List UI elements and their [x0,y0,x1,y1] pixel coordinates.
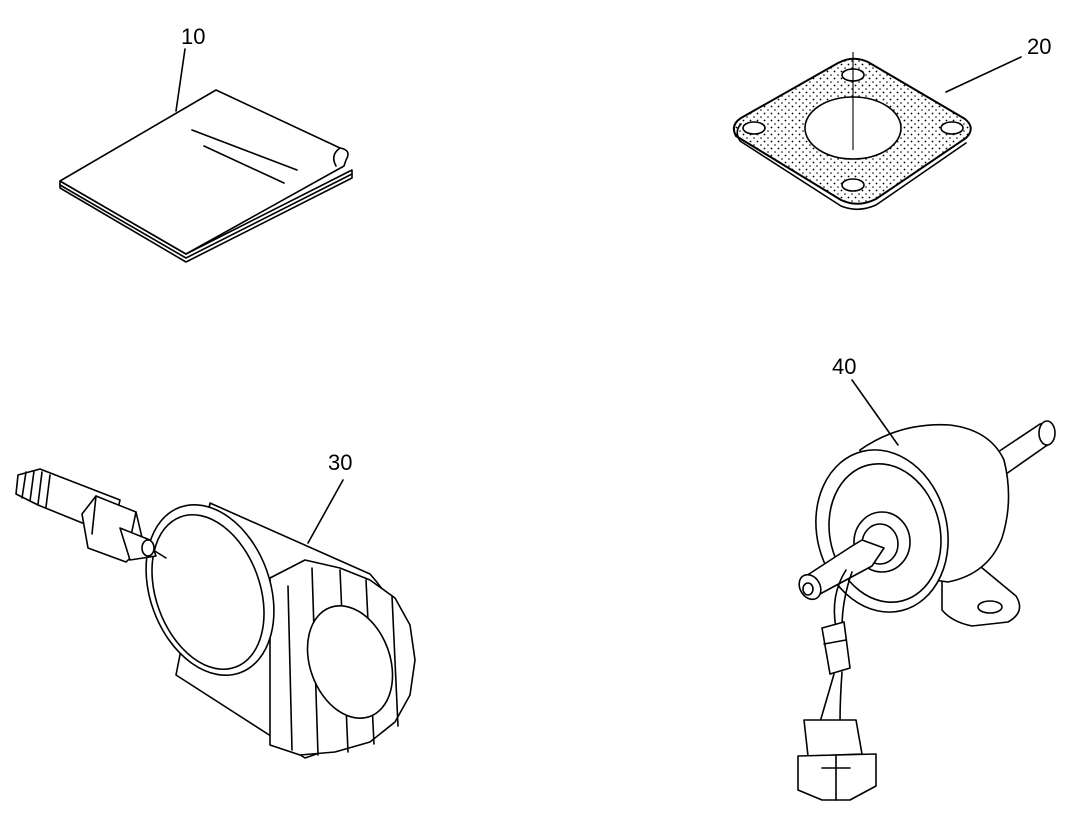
leader-line-10 [175,48,186,112]
manual-booklet-icon [59,48,353,263]
leader-line-20 [945,56,1022,93]
part-30-label: 30 [328,450,353,475]
part-40-label: 40 [832,354,857,379]
fuel-pump-icon [797,379,1056,801]
gasket-icon [732,52,1022,211]
part-10-label: 10 [181,24,206,49]
oil-filter-icon [145,479,416,759]
leader-line-30 [307,479,344,544]
threaded-fitting-icon [15,468,157,563]
leader-line-40 [851,379,899,446]
part-20-label: 20 [1027,34,1052,59]
